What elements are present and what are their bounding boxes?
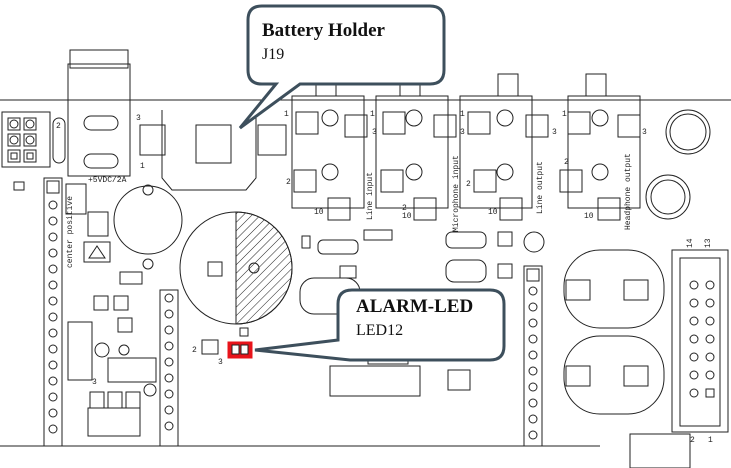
mounting-holes [645,109,711,220]
jack-pin-label: 2 [466,180,471,189]
connector-pin-label: 2 [56,122,61,131]
alarm-led-title: ALARM-LED [356,296,474,317]
jack-pin-label: 10 [584,212,594,221]
battery-holder-ref: J19 [262,46,285,63]
ribbon-pin-13-label: 13 [704,238,713,248]
bottom-right-connector [629,433,691,468]
regulator-pin-label: 3 [92,378,97,387]
battery-holder-title: Battery Holder [262,20,385,41]
smd-components [299,229,545,397]
ribbon-header [671,249,729,433]
large-capacitor [179,211,293,325]
jack-pin-label: 2 [564,158,569,167]
jack-pin-label: 2 [402,204,407,213]
line-output-label: Line output [536,161,545,214]
audio-jack-microphone-input [375,73,457,221]
center-positive-label: center positive [66,195,75,268]
ribbon-pin-2-label: 2 [690,436,695,445]
ribbon-pin-14-label: 14 [686,238,695,248]
power-regulator-area [13,181,183,447]
jack-pin-label: 10 [402,212,412,221]
jack-pin-label: 1 [370,110,375,119]
ribbon-pin-1-label: 1 [708,436,713,445]
power-jack [67,49,131,177]
jack-pin-label: 10 [314,208,324,217]
audio-jack-line-output [459,73,549,221]
alarm-callout-bubble [254,288,506,362]
battery-holder-j19 [139,110,287,191]
round-capacitors-right [563,249,665,415]
jack-pin-label: 1 [460,110,465,119]
line-input-label: Line input [366,171,375,220]
alarm-led-component [201,327,249,355]
header-pins [48,200,538,440]
microphone-input-label: Microphone input [452,155,461,232]
led-pin-label: 2 [192,346,197,355]
battery-pin-label: 3 [136,114,141,123]
jack-pin-label: 3 [642,128,647,137]
headphone-output-label: Headphone output [624,153,633,230]
battery-callout-bubble [238,4,446,130]
led-pin-label: 3 [218,358,223,367]
alarm-led-ref: LED12 [356,322,404,339]
left-connector-pads [1,111,66,168]
audio-jack-line-input [291,73,368,221]
audio-jack-headphone-output [559,73,641,221]
battery-pin-label: 1 [140,162,145,171]
jack-pin-label: 1 [562,110,567,119]
jack-pin-label: 3 [372,128,377,137]
right-pin-header [523,265,543,447]
jack-pin-label: 10 [488,208,498,217]
power-rating-label: +5VDC/2A [88,176,127,185]
jack-pin-label: 3 [460,128,465,137]
jack-pin-label: 2 [286,178,291,187]
jack-pin-label: 3 [552,128,557,137]
left-pin-header [43,177,63,447]
jack-pin-label: 1 [284,110,289,119]
